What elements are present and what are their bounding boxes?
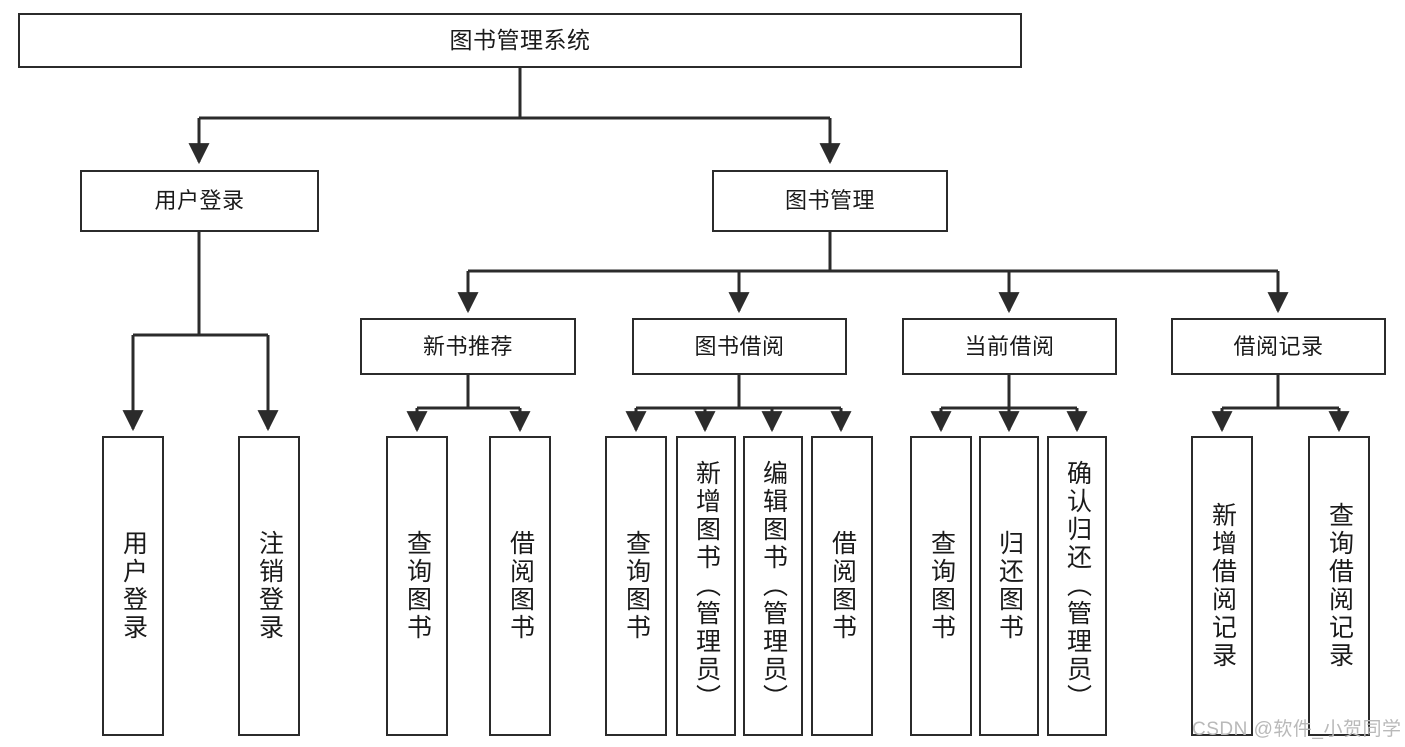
node-label: 借阅图书 [828, 530, 857, 642]
leaf-edit-book-admin[interactable]: 编辑图书（管理员） [743, 436, 803, 736]
node-label: 图书管理 [784, 188, 875, 214]
node-label: 当前借阅 [964, 333, 1055, 359]
node-label: 归还图书 [995, 530, 1024, 642]
leaf-return-book[interactable]: 归还图书 [979, 436, 1039, 736]
leaf-borrow-book-newbook[interactable]: 借阅图书 [489, 436, 551, 736]
leaf-user-login[interactable]: 用户登录 [102, 436, 164, 736]
node-label: 注销登录 [255, 530, 284, 642]
leaf-query-book-borrow[interactable]: 查询图书 [605, 436, 667, 736]
node-new-book-recommend[interactable]: 新书推荐 [360, 318, 576, 375]
node-label: 查询图书 [622, 530, 651, 642]
leaf-add-book-admin[interactable]: 新增图书（管理员） [676, 436, 736, 736]
node-current-borrow[interactable]: 当前借阅 [902, 318, 1117, 375]
node-label: 查询图书 [927, 530, 956, 642]
node-label: 借阅记录 [1233, 333, 1324, 359]
node-label: 图书借阅 [694, 333, 785, 359]
node-label: 编辑图书（管理员） [759, 460, 788, 712]
node-root-system[interactable]: 图书管理系统 [18, 13, 1022, 68]
node-label: 查询图书 [403, 530, 432, 642]
leaf-add-borrow-record[interactable]: 新增借阅记录 [1191, 436, 1253, 736]
leaf-borrow-book[interactable]: 借阅图书 [811, 436, 873, 736]
leaf-confirm-return-admin[interactable]: 确认归还（管理员） [1047, 436, 1107, 736]
leaf-logout[interactable]: 注销登录 [238, 436, 300, 736]
node-label: 用户登录 [119, 530, 148, 642]
leaf-query-book-current[interactable]: 查询图书 [910, 436, 972, 736]
node-label: 新书推荐 [422, 333, 513, 359]
leaf-query-book-newbook[interactable]: 查询图书 [386, 436, 448, 736]
node-label: 查询借阅记录 [1325, 502, 1354, 670]
node-label: 新增借阅记录 [1208, 502, 1237, 670]
node-label: 用户登录 [154, 188, 245, 214]
node-book-management[interactable]: 图书管理 [712, 170, 948, 232]
node-label: 确认归还（管理员） [1063, 460, 1092, 712]
node-label: 图书管理系统 [449, 26, 591, 53]
node-book-borrow[interactable]: 图书借阅 [632, 318, 847, 375]
node-borrow-record[interactable]: 借阅记录 [1171, 318, 1386, 375]
node-label: 新增图书（管理员） [692, 460, 721, 712]
node-label: 借阅图书 [506, 530, 535, 642]
node-user-login[interactable]: 用户登录 [80, 170, 319, 232]
leaf-query-borrow-record[interactable]: 查询借阅记录 [1308, 436, 1370, 736]
watermark-text: CSDN @软件_小贺同学 [1192, 719, 1402, 740]
